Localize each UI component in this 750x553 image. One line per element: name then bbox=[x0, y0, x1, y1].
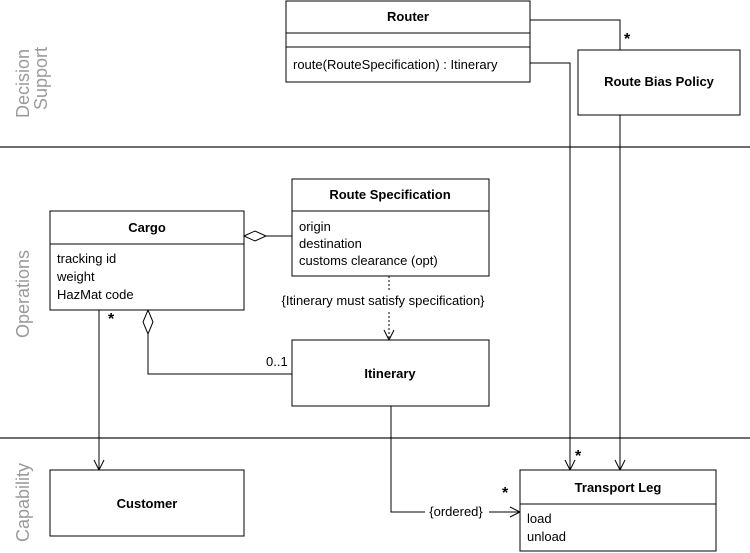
transport-leg-name: Transport Leg bbox=[575, 480, 662, 495]
aggregation-diamond bbox=[242, 230, 268, 242]
route-bias-policy-box bbox=[577, 49, 741, 116]
many-multiplicity: * bbox=[624, 31, 631, 48]
router-to-transport-leg-line bbox=[530, 62, 571, 470]
layer-label-decision-support-line1: Decision bbox=[13, 49, 33, 118]
customer-class[interactable]: Customer bbox=[49, 469, 245, 537]
layer-label-decision-support-line2: Support bbox=[31, 47, 51, 110]
connectors bbox=[93, 19, 626, 518]
itinerary-to-transport-leg-line bbox=[390, 406, 520, 513]
many-multiplicity: * bbox=[575, 448, 582, 465]
customer-name: Customer bbox=[117, 496, 178, 511]
transport-leg-box bbox=[519, 469, 717, 552]
label-background bbox=[425, 503, 489, 521]
customer-box bbox=[49, 469, 245, 537]
route-specification-attribute: origin bbox=[299, 219, 331, 234]
cargo-box bbox=[49, 210, 245, 311]
cargo-attribute: tracking id bbox=[57, 251, 116, 266]
cargo-to-itinerary-line bbox=[147, 334, 292, 375]
transport-leg-operation: unload bbox=[527, 529, 566, 544]
zero-or-one-multiplicity: 0..1 bbox=[266, 354, 288, 369]
route-specification-attribute: customs clearance (opt) bbox=[299, 253, 438, 268]
route-bias-policy-class[interactable]: Route Bias Policy bbox=[577, 49, 741, 116]
route-specification-attribute: destination bbox=[299, 236, 362, 251]
route-bias-policy-name: Route Bias Policy bbox=[604, 74, 715, 89]
cargo-class[interactable]: Cargo tracking id weight HazMat code bbox=[49, 210, 245, 311]
itinerary-name: Itinerary bbox=[364, 366, 416, 381]
router-class[interactable]: Router route(RouteSpecification) : Itine… bbox=[285, 0, 531, 83]
itinerary-box bbox=[291, 339, 490, 407]
cargo-name: Cargo bbox=[128, 220, 166, 235]
router-to-bias-policy-line bbox=[530, 19, 621, 50]
itinerary-class[interactable]: Itinerary bbox=[291, 339, 490, 407]
route-specification-class[interactable]: Route Specification origin destination c… bbox=[291, 178, 490, 277]
transport-leg-class[interactable]: Transport Leg load unload bbox=[519, 469, 717, 552]
route-specification-name: Route Specification bbox=[329, 187, 450, 202]
ordered-label: {ordered} bbox=[429, 504, 483, 519]
arrowhead bbox=[383, 329, 395, 342]
layer-label-operations: Operations bbox=[13, 250, 33, 338]
cargo-attribute: HazMat code bbox=[57, 287, 134, 302]
constraint-label: {Itinerary must satisfy specification} bbox=[281, 293, 485, 308]
transport-leg-operation: load bbox=[527, 511, 552, 526]
router-operation: route(RouteSpecification) : Itinerary bbox=[293, 57, 498, 72]
many-multiplicity: * bbox=[108, 311, 115, 328]
router-box bbox=[285, 0, 531, 83]
route-specification-box bbox=[291, 178, 490, 277]
many-multiplicity: * bbox=[502, 485, 509, 502]
layer-label-capability: Capability bbox=[13, 463, 33, 542]
label-background bbox=[270, 291, 498, 311]
router-name: Router bbox=[387, 9, 429, 24]
cargo-attribute: weight bbox=[56, 269, 95, 284]
aggregation-diamond bbox=[142, 308, 154, 336]
